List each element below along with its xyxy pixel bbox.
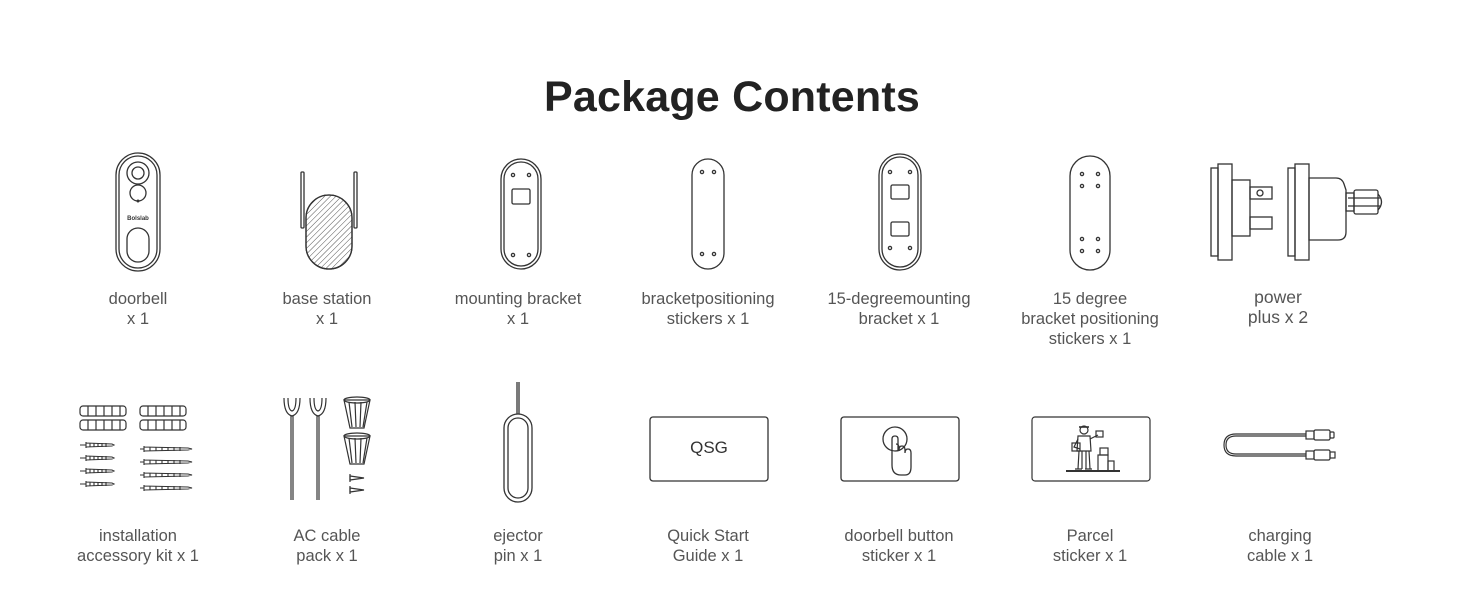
ejector-pin-icon — [500, 380, 536, 506]
item-label: bracketpositioning stickers x 1 — [641, 290, 775, 328]
page-title: Package Contents — [544, 73, 920, 121]
doorbell-logo: Bolslab — [127, 216, 149, 222]
usb-cable-icon — [1222, 424, 1338, 468]
item-label: Quick Start Guide x 1 — [667, 527, 749, 565]
base-station-icon — [296, 168, 362, 272]
item-label: base station x 1 — [282, 290, 372, 328]
mounting-bracket-icon — [498, 157, 544, 271]
power-plug-icon — [1208, 160, 1388, 264]
doorbell-icon: Bolslab — [110, 150, 166, 274]
item-label: Parcel sticker x 1 — [1052, 527, 1128, 565]
item-label: 15 degree bracket positioning stickers x… — [1021, 290, 1159, 348]
angled-bracket-icon — [876, 152, 924, 272]
positioning-sticker-icon — [690, 157, 726, 271]
item-label: power plus x 2 — [1247, 287, 1309, 327]
finger-press-icon — [839, 415, 961, 483]
delivery-person-icon — [1030, 415, 1152, 483]
item-label: doorbell x 1 — [108, 290, 168, 328]
item-label: 15-degreemounting bracket x 1 — [827, 290, 971, 328]
qsg-card-text: QSG — [690, 438, 728, 457]
item-label: AC cable pack x 1 — [293, 527, 361, 565]
item-label: doorbell button sticker x 1 — [844, 527, 954, 565]
cable-connectors-icon — [280, 392, 376, 504]
qsg-card-icon: QSG — [648, 415, 770, 483]
item-label: mounting bracket x 1 — [454, 290, 582, 328]
angled-sticker-icon — [1068, 154, 1112, 272]
item-label: ejector pin x 1 — [493, 527, 543, 565]
item-label: installation accessory kit x 1 — [77, 527, 199, 565]
item-label: charging cable x 1 — [1246, 527, 1314, 565]
screws-anchors-icon — [76, 400, 198, 500]
